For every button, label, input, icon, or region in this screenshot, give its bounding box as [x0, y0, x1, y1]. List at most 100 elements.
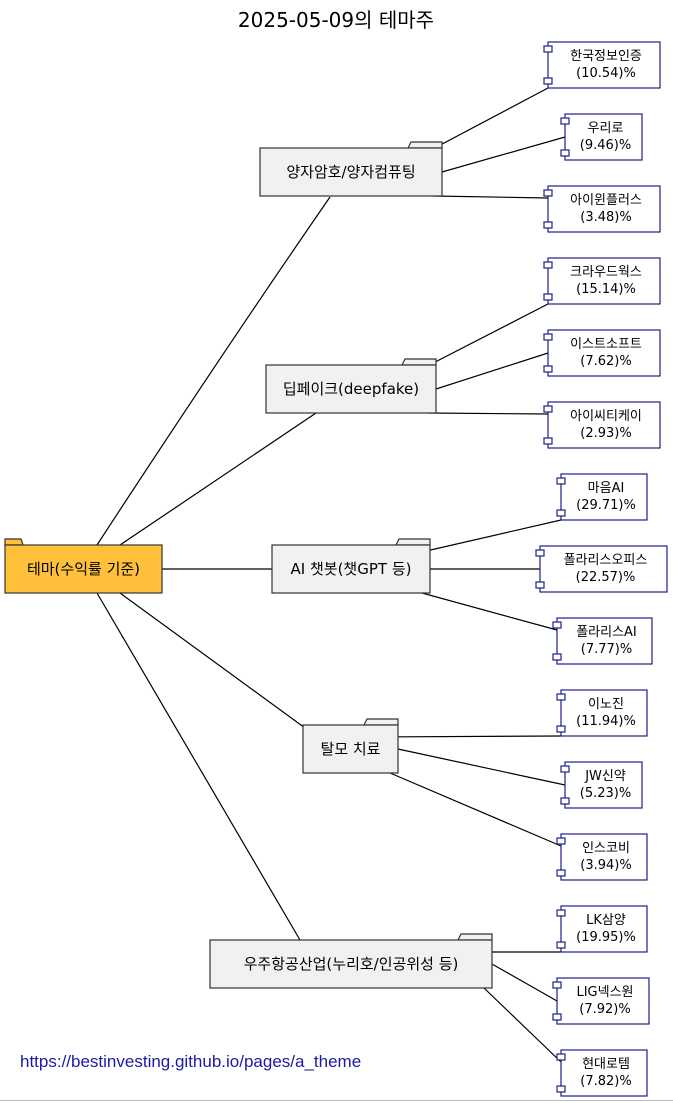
theme-stock-connector	[427, 412, 549, 415]
stock-name: 한국정보인증	[570, 49, 642, 64]
theme-node[interactable]: 양자암호/양자컴퓨팅	[259, 141, 443, 197]
stock-node[interactable]: 인스코비 (3.94)%	[556, 833, 648, 881]
diagram-nodes: 테마(수익률 기준) 양자암호/양자컴퓨팅 한국정보인증 (10.54)% 우리로(9.…	[4, 41, 668, 1097]
stock-name: LIG넥스원	[576, 985, 633, 1000]
stock-box	[560, 689, 648, 737]
stock-name: 아이씨티케이	[570, 409, 642, 424]
theme-stock-connector	[491, 963, 558, 1002]
stock-return: (3.94)%	[580, 858, 631, 873]
stock-box	[547, 185, 661, 233]
component-tab-bottom	[560, 797, 570, 805]
stock-name: 크라우드웍스	[570, 265, 642, 280]
theme-stock-connector	[421, 592, 558, 631]
theme-node[interactable]: AI 챗봇(챗GPT 등)	[271, 538, 431, 594]
stock-node[interactable]: 현대로템 (7.82)%	[556, 1049, 648, 1097]
component-tab-top	[552, 981, 562, 989]
stock-node[interactable]: 폴라리스오피스 (22.57)%	[535, 545, 668, 593]
folder-tab	[395, 538, 431, 546]
stock-node[interactable]: LIG넥스원(7.92)%	[552, 977, 650, 1025]
stock-node[interactable]: 크라우드웍스 (15.14)%	[543, 257, 661, 305]
theme-box	[265, 364, 437, 414]
stock-name: 인스코비	[582, 841, 630, 856]
component-tab-bottom	[556, 941, 566, 949]
stock-return: (22.57)%	[576, 570, 636, 585]
stock-box	[560, 1049, 648, 1097]
theme-node[interactable]: 탈모 치료	[302, 718, 399, 774]
component-tab-top	[556, 909, 566, 917]
component-tab-top	[560, 117, 570, 125]
root-node[interactable]: 테마(수익률 기준)	[4, 538, 163, 594]
stock-return: (19.95)%	[576, 930, 636, 945]
source-url-link[interactable]: https://bestinvesting.github.io/pages/a_…	[20, 1052, 362, 1071]
stock-name: 현대로템	[582, 1057, 630, 1072]
stock-name: 이노진	[588, 697, 624, 712]
theme-stock-connector	[435, 352, 549, 390]
root-theme-connector	[96, 196, 331, 546]
theme-stock-connector	[483, 987, 562, 1063]
folder-tab	[457, 933, 493, 941]
stock-node[interactable]: 아이윈플러스(3.48)%	[543, 185, 661, 233]
stock-return: (7.62)%	[580, 354, 631, 369]
stock-return: (5.23)%	[580, 786, 631, 801]
theme-label: AI 챗봇(챗GPT 등)	[291, 560, 412, 578]
theme-label: 우주항공산업(누리호/인공위성 등)	[244, 955, 459, 973]
root-theme-connector	[96, 592, 301, 941]
root-theme-connector	[119, 592, 317, 737]
theme-box	[302, 724, 399, 774]
component-tab-bottom	[560, 149, 570, 157]
component-tab-bottom	[543, 437, 553, 445]
component-tab-top	[543, 45, 553, 53]
stock-node[interactable]: LK삼양(19.95)%	[556, 905, 648, 953]
theme-stock-connector	[367, 735, 562, 738]
component-tab-bottom	[556, 869, 566, 877]
theme-node[interactable]: 딥페이크(deepfake)	[265, 358, 437, 414]
root-theme-connector	[119, 412, 317, 546]
theme-box	[209, 939, 493, 989]
component-tab-bottom	[556, 1085, 566, 1093]
folder-tab	[4, 538, 24, 546]
folder-tab	[363, 718, 399, 726]
stock-box	[564, 113, 643, 161]
theme-label: 딥페이크(deepfake)	[283, 380, 419, 398]
stock-node[interactable]: 마음AI(29.71)%	[556, 473, 648, 521]
component-tab-top	[560, 765, 570, 773]
stock-return: (7.77)%	[581, 642, 632, 657]
stock-node[interactable]: 우리로(9.46)%	[560, 113, 643, 161]
stock-box	[560, 905, 648, 953]
stock-return: (29.71)%	[576, 498, 636, 513]
theme-node[interactable]: 우주항공산업(누리호/인공위성 등)	[209, 933, 493, 989]
stock-box	[556, 617, 653, 665]
component-tab-top	[535, 549, 545, 557]
stock-name: 이스트소프트	[570, 337, 642, 352]
stock-box	[560, 833, 648, 881]
stock-node[interactable]: 아이씨티케이(2.93)%	[543, 401, 661, 449]
stock-box	[560, 473, 648, 521]
stock-node[interactable]: 폴라리스AI(7.77)%	[552, 617, 653, 665]
stock-name: 아이윈플러스	[570, 193, 642, 208]
component-tab-bottom	[543, 221, 553, 229]
stock-node[interactable]: 한국정보인증 (10.54)%	[543, 41, 661, 89]
stock-return: (7.82)%	[580, 1074, 631, 1089]
component-tab-top	[543, 333, 553, 341]
component-tab-bottom	[552, 653, 562, 661]
stock-node[interactable]: 이노진(11.94)%	[556, 689, 648, 737]
stock-name: JW신약	[584, 769, 626, 784]
theme-box	[271, 544, 431, 594]
stock-box	[547, 329, 661, 377]
component-tab-top	[556, 693, 566, 701]
stock-box	[547, 257, 661, 305]
stock-node[interactable]: JW신약 (5.23)%	[560, 761, 643, 809]
stock-name: 폴라리스오피스	[564, 553, 648, 568]
stock-node[interactable]: 이스트소프트 (7.62)%	[543, 329, 661, 377]
component-tab-top	[556, 1053, 566, 1061]
root-box	[4, 544, 163, 594]
theme-label: 탈모 치료	[321, 740, 381, 758]
component-tab-top	[552, 621, 562, 629]
theme-stock-connector	[397, 748, 566, 786]
stock-return: (10.54)%	[576, 66, 636, 81]
component-tab-bottom	[556, 509, 566, 517]
component-tab-top	[556, 837, 566, 845]
component-tab-bottom	[543, 77, 553, 85]
stock-return: (15.14)%	[576, 282, 636, 297]
